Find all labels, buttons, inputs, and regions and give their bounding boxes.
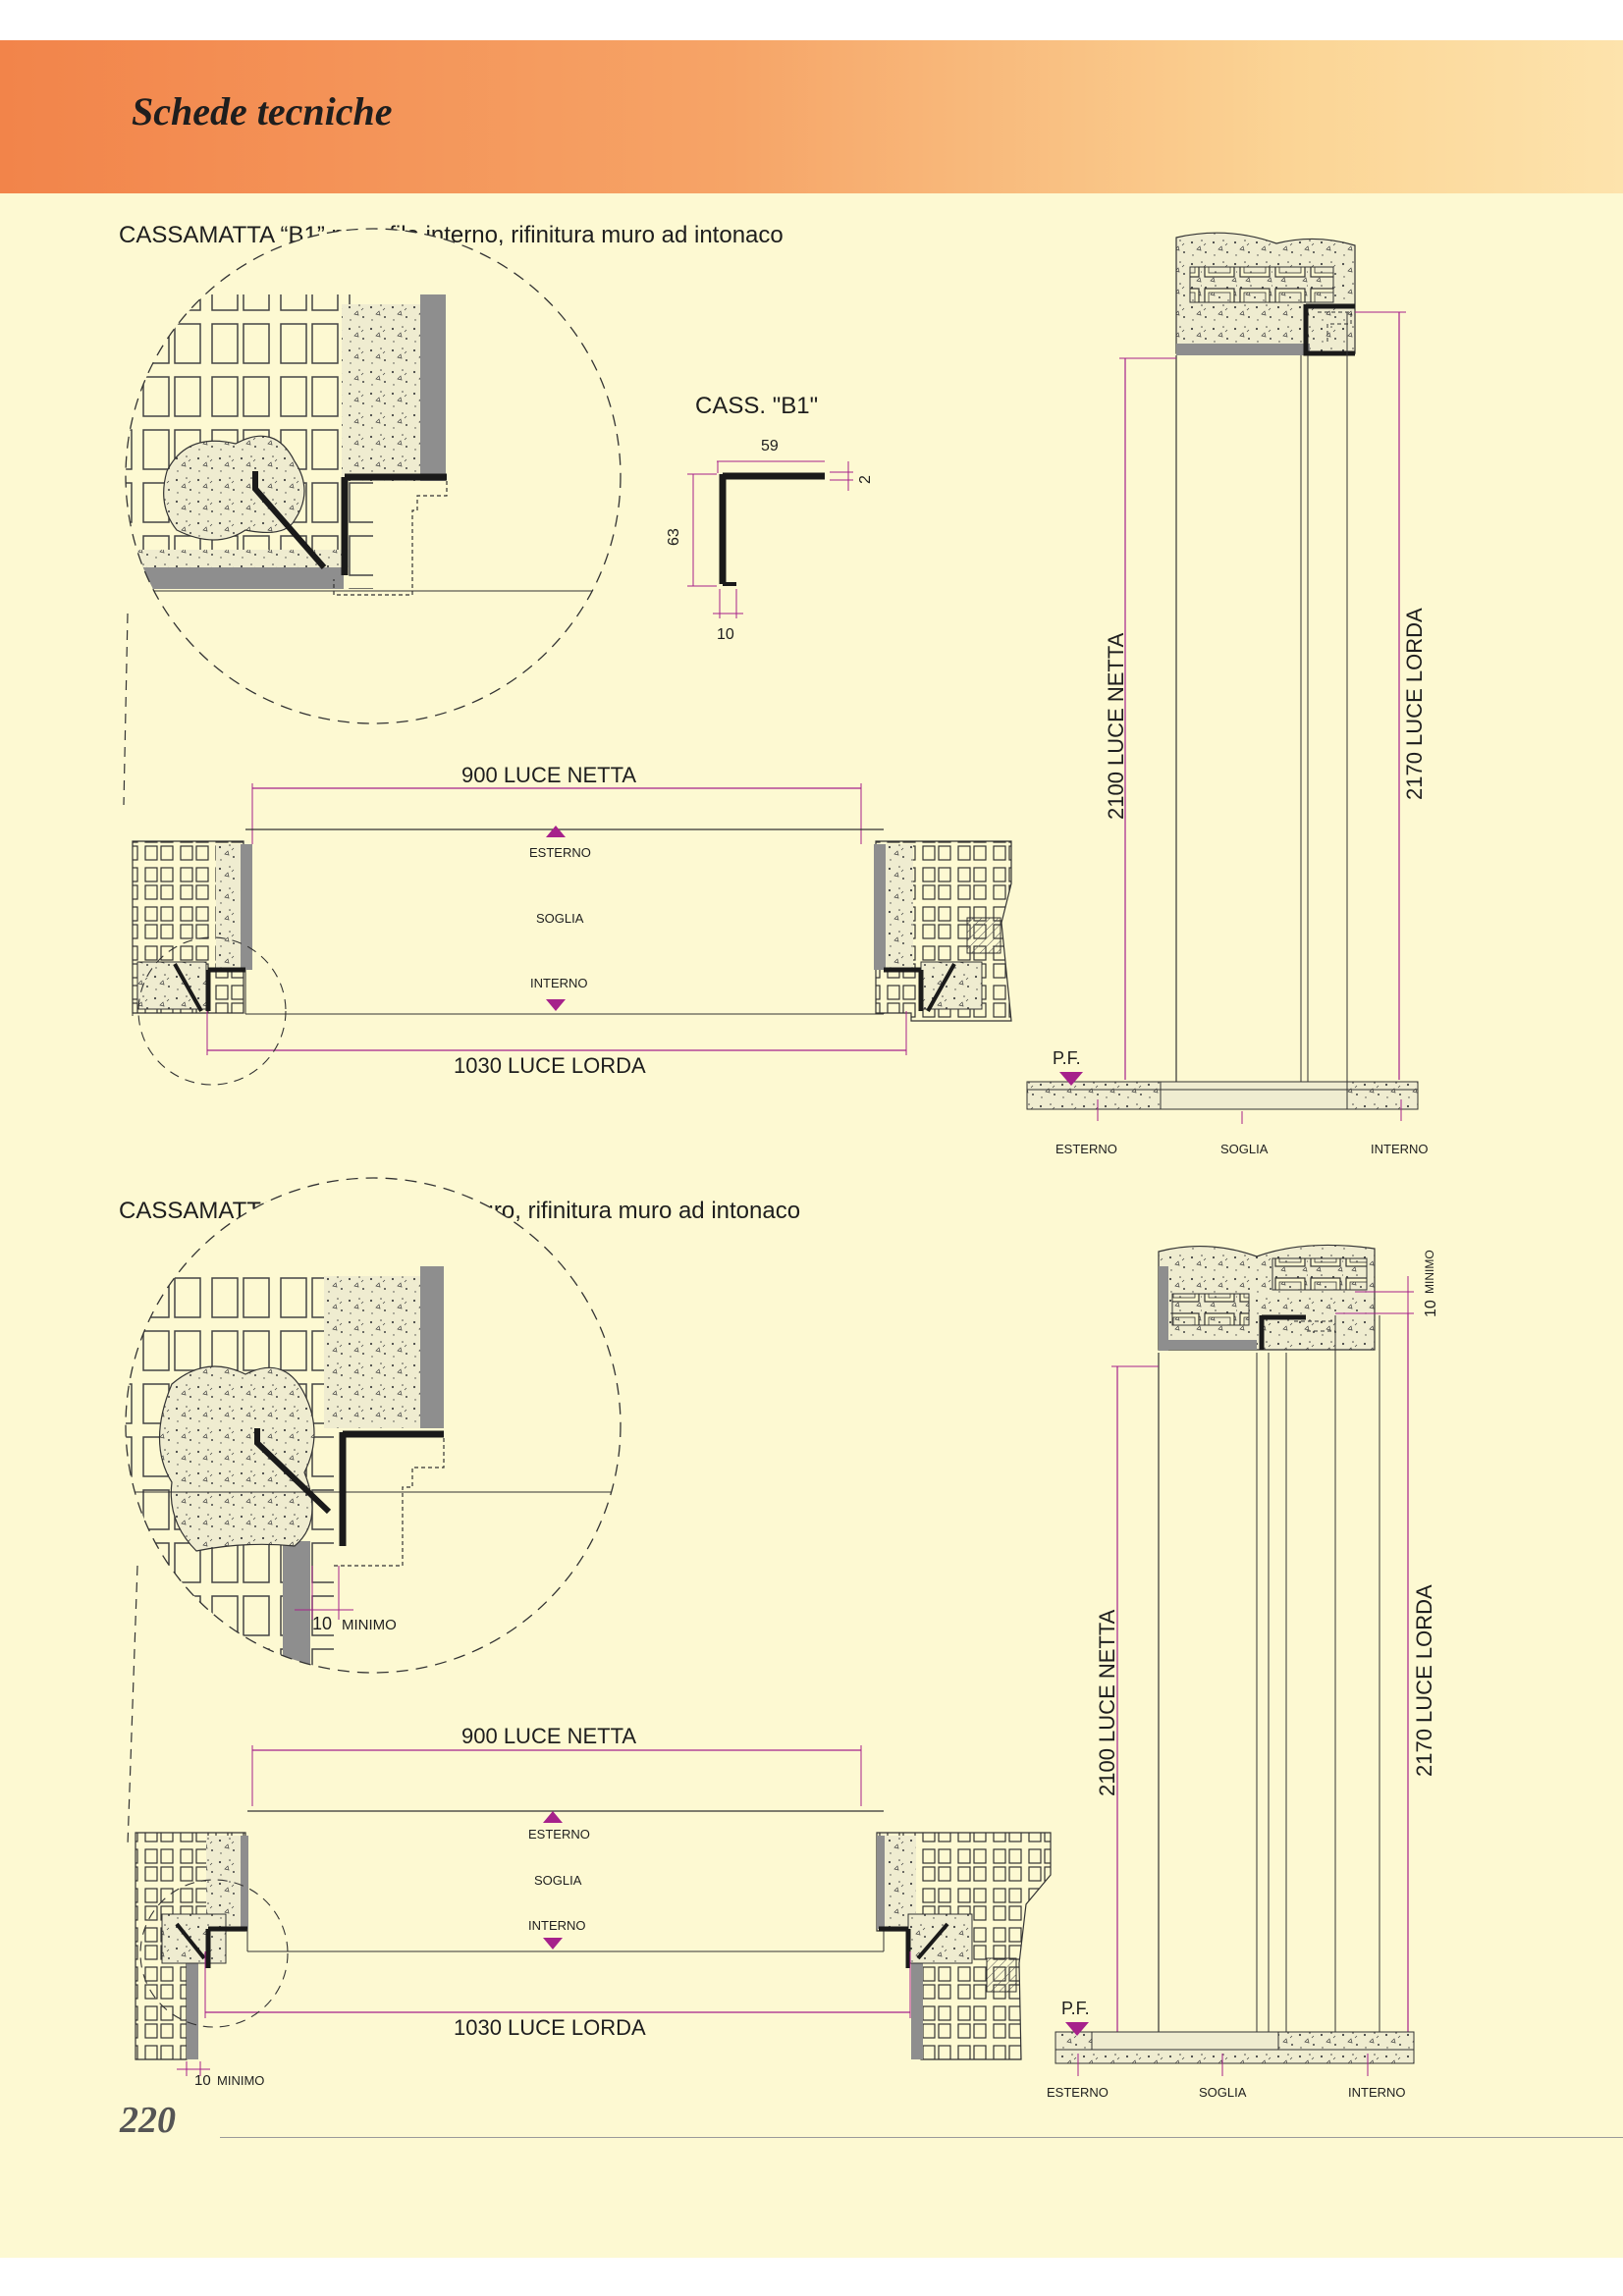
plan2-min-label: MINIMO: [217, 2073, 264, 2088]
section1-gross-height: 2170 LUCE LORDA: [1402, 608, 1427, 800]
plan1-net-width: 900 LUCE NETTA: [461, 763, 636, 787]
plan1-exterior: ESTERNO: [529, 845, 591, 860]
vertical-section-2: 2100 LUCE NETTA 2170 LUCE LORDA 10 MINIM…: [1047, 1244, 1439, 2100]
plan2-threshold: SOGLIA: [534, 1873, 582, 1888]
top-margin: [0, 0, 1623, 40]
detail2-min-label: MINIMO: [342, 1617, 397, 1633]
profile-title: CASS. "B1": [695, 393, 818, 419]
detail2-min-value: 10: [312, 1614, 332, 1633]
section2-floor: P.F.: [1061, 1999, 1090, 2018]
plan1-gross-width: 1030 LUCE LORDA: [454, 1053, 646, 1078]
section1-threshold: SOGLIA: [1220, 1142, 1269, 1156]
casing-profile-detail-1: [252, 471, 448, 596]
plan2-gross-width: 1030 LUCE LORDA: [454, 2015, 646, 2040]
profile-dim-flange: 10: [717, 626, 734, 643]
section1-interior: INTERNO: [1371, 1142, 1429, 1156]
casing-profile-section: CASS. "B1" 59 2 63 10: [666, 393, 874, 643]
profile-dim-thickness: 2: [857, 475, 874, 484]
section2-exterior: ESTERNO: [1047, 2085, 1109, 2100]
section1-net-height: 2100 LUCE NETTA: [1104, 632, 1128, 820]
profile-dim-height: 63: [666, 528, 682, 546]
section2-interior: INTERNO: [1348, 2085, 1406, 2100]
header-band: [0, 40, 1623, 193]
section2-min-value: 10: [1423, 1300, 1439, 1317]
plan2-net-width: 900 LUCE NETTA: [461, 1724, 636, 1748]
detail-circle-2: [126, 1178, 621, 1673]
plan-view-2: 900 LUCE NETTA ESTERNO SOGLIA INTERNO 10…: [135, 1724, 1052, 2089]
bottom-margin: [0, 2258, 1623, 2296]
section2-net-height: 2100 LUCE NETTA: [1095, 1609, 1119, 1796]
section2-min-label: MINIMO: [1423, 1250, 1436, 1294]
section2-gross-height: 2170 LUCE LORDA: [1412, 1584, 1436, 1777]
profile-dim-width: 59: [761, 438, 779, 454]
plan1-threshold: SOGLIA: [536, 911, 584, 926]
page-header-title: Schede tecniche: [132, 89, 393, 133]
section1-floor: P.F.: [1053, 1048, 1081, 1068]
footer-rule: [220, 2137, 1623, 2138]
plan1-interior: INTERNO: [530, 976, 588, 990]
plan2-exterior: ESTERNO: [528, 1827, 590, 1842]
page-number: 220: [120, 2100, 176, 2141]
plan2-interior: INTERNO: [528, 1918, 586, 1933]
plan-view-1: 900 LUCE NETTA ESTERNO SOGLIA INTERNO 10…: [132, 763, 1012, 1086]
vertical-section-1: 2100 LUCE NETTA 2170 LUCE LORDA P.F. EST…: [1026, 232, 1429, 1156]
section1-exterior: ESTERNO: [1055, 1142, 1117, 1156]
detail-circle-1: [126, 229, 621, 723]
section2-threshold: SOGLIA: [1199, 2085, 1247, 2100]
plan2-min-value: 10: [194, 2072, 211, 2089]
casing-profile-detail-2: 10 MINIMO: [254, 1428, 445, 1633]
